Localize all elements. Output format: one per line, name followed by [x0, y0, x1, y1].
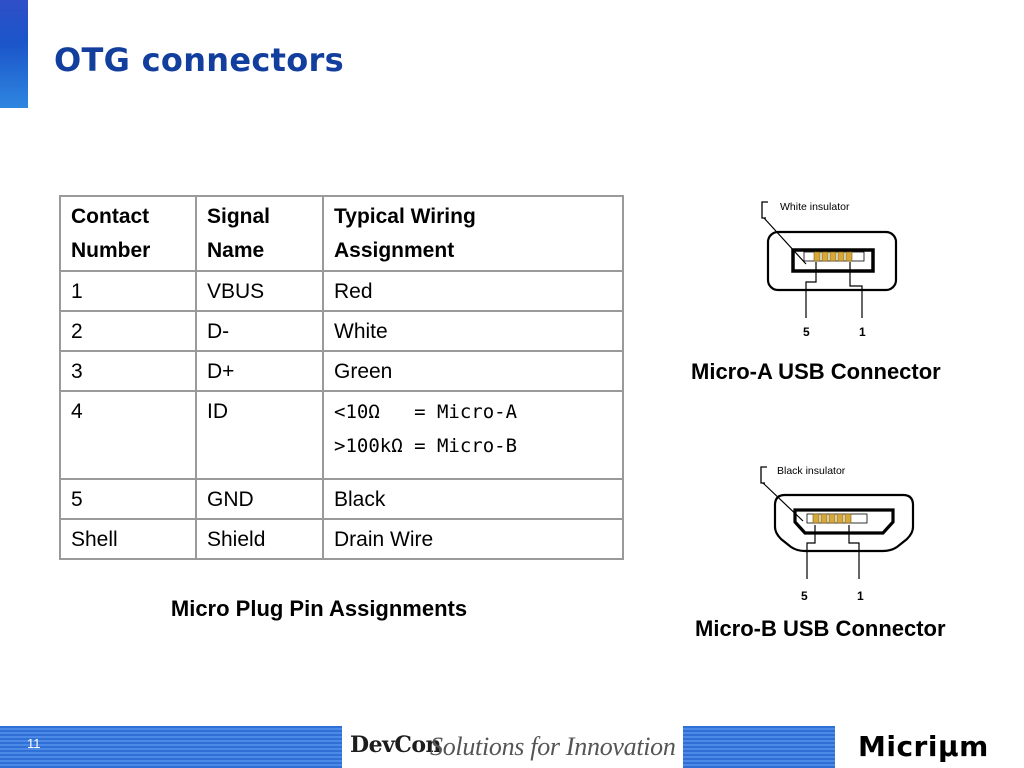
pin-5-label: 5 [803, 325, 810, 339]
signal-cell: ID [195, 390, 324, 480]
insulator-pointer [762, 482, 804, 522]
contact-cell: 2 [59, 310, 197, 352]
pin-1-label: 1 [857, 589, 864, 603]
pin-1-label: 1 [859, 325, 866, 339]
pin-1-leader [849, 262, 863, 318]
micro-b-receptacle [793, 508, 895, 535]
pin-1-leader [848, 525, 860, 579]
insulator-label: White insulator [780, 201, 850, 213]
insulator-bracket [761, 201, 768, 219]
micrium-logo: Micriμm [858, 730, 989, 763]
header-signal-name: Signal Name [195, 195, 324, 272]
table-row: 3 D+ Green [59, 350, 624, 392]
contact-cell: 1 [59, 270, 197, 312]
table-row: 2 D- White [59, 310, 624, 352]
micro-b-caption: Micro-B USB Connector [695, 616, 946, 641]
id-micro-b-line: >100kΩ = Micro-B [334, 435, 518, 457]
contact-cell: 5 [59, 478, 197, 520]
signal-cell: D- [195, 310, 324, 352]
table-row: 5 GND Black [59, 478, 624, 520]
wiring-cell: White [322, 310, 624, 352]
pin-5-leader [806, 525, 816, 579]
page-number: 11 [27, 736, 41, 751]
table-caption: Micro Plug Pin Assignments [170, 596, 468, 621]
contact-cell: Shell [59, 518, 197, 560]
wiring-cell: Red [322, 270, 624, 312]
contact-cell: 4 [59, 390, 197, 480]
table-row: Shell Shield Drain Wire [59, 518, 624, 560]
contact-cell: 3 [59, 350, 197, 392]
title-accent-bar [0, 0, 28, 108]
table-row: 4 ID <10Ω = Micro-A >100kΩ = Micro-B [59, 390, 624, 480]
table-row: 1 VBUS Red [59, 270, 624, 312]
footer-stripe-right [683, 726, 835, 768]
header-contact-number: Contact Number [59, 195, 197, 272]
contact-pins [813, 251, 853, 262]
micro-a-caption: Micro-A USB Connector [691, 359, 941, 384]
id-micro-a-line: <10Ω = Micro-A [334, 401, 518, 423]
devcon-logo: DevCon [350, 732, 442, 758]
signal-cell: Shield [195, 518, 324, 560]
insulator-label: Black insulator [777, 465, 846, 477]
signal-cell: VBUS [195, 270, 324, 312]
micro-b-connector-diagram: Black insulator 5 1 [760, 465, 915, 603]
pin-5-leader [805, 262, 817, 318]
wiring-cell: Black [322, 478, 624, 520]
micro-a-receptacle [791, 248, 875, 273]
micro-a-connector-diagram: White insulator 5 1 [761, 201, 898, 339]
footer-stripe-left [0, 726, 342, 768]
signal-cell: GND [195, 478, 324, 520]
signal-cell: D+ [195, 350, 324, 392]
wiring-cell: Drain Wire [322, 518, 624, 560]
slide-title: OTG connectors [54, 41, 344, 79]
contact-pins [812, 513, 852, 524]
wiring-cell: Green [322, 350, 624, 392]
slide-footer: 11 DevCon Solutions for Innovation Micri… [0, 726, 1024, 768]
pin-5-label: 5 [801, 589, 808, 603]
table-header-row: Contact Number Signal Name Typical Wirin… [59, 195, 624, 272]
insulator-pointer [763, 217, 807, 265]
header-wiring-assignment: Typical Wiring Assignment [322, 195, 624, 272]
micro-b-shell [773, 493, 915, 553]
micro-a-shell [766, 230, 898, 292]
insulator-bracket [760, 466, 767, 484]
devcon-tagline: Solutions for Innovation [430, 732, 676, 761]
wiring-cell: <10Ω = Micro-A >100kΩ = Micro-B [322, 390, 624, 480]
pin-assignment-table: Contact Number Signal Name Typical Wirin… [59, 195, 624, 560]
